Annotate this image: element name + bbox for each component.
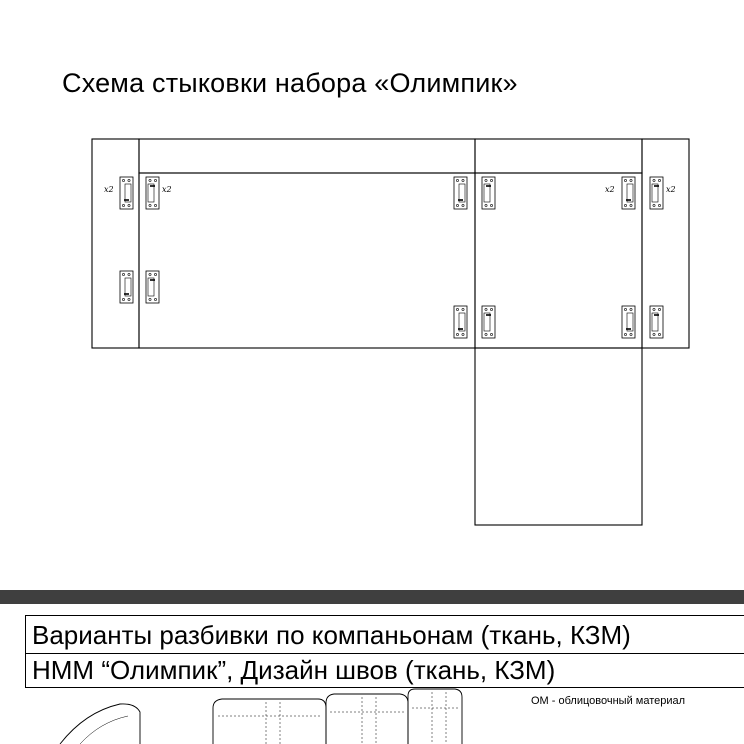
bottom-sheet: Варианты разбивки по компаньонам (ткань,… xyxy=(0,604,744,744)
multiplier-label-main-left: x2 xyxy=(162,185,172,194)
armrest-curve xyxy=(59,703,141,744)
multiplier-labels: x2 x2 x2 x2 xyxy=(104,185,676,194)
scheme-title: Схема стыковки набора «Олимпик» xyxy=(62,68,518,98)
design-row-text: НММ “Олимпик”, Дизайн швов (ткань, КЗМ) xyxy=(32,655,556,685)
cushion-2 xyxy=(325,693,409,744)
material-note: ОМ - облицовочный материал xyxy=(531,695,686,707)
design-row: НММ “Олимпик”, Дизайн швов (ткань, КЗМ) xyxy=(25,652,744,688)
cushion-1 xyxy=(212,698,327,744)
module-outlines xyxy=(91,138,690,526)
section-divider-band xyxy=(0,590,744,604)
multiplier-label-left-end: x2 xyxy=(104,185,114,194)
multiplier-label-corner-right: x2 xyxy=(605,185,615,194)
cushion-3 xyxy=(407,688,463,744)
variants-row-text: Варианты разбивки по компаньонам (ткань,… xyxy=(32,620,631,650)
right-end-module xyxy=(641,138,690,349)
multiplier-label-right-end: x2 xyxy=(666,185,676,194)
variants-row: Варианты разбивки по компаньонам (ткань,… xyxy=(25,615,744,654)
lower-extension-module xyxy=(474,347,643,526)
